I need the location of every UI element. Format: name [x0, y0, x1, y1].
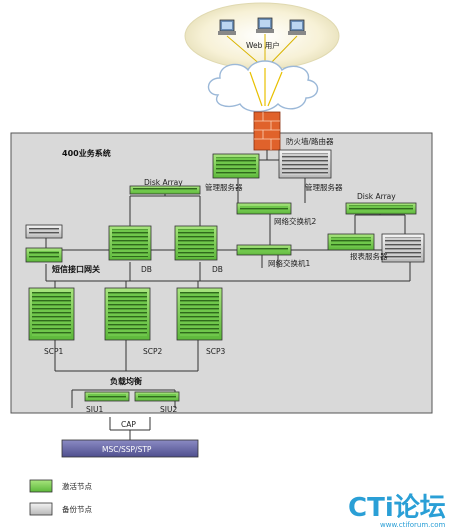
sms-gateway-backup	[25, 224, 63, 239]
switch-1-label: 网络交换机1	[268, 258, 310, 268]
disk-array-left-label: Disk Array	[144, 178, 183, 187]
ctiforum-watermark: CTi论坛 www.ctiforum.com	[348, 493, 446, 529]
disk-array-right	[345, 202, 417, 215]
load-balance-label: 负载均衡	[110, 376, 142, 386]
web-users-label: Web 用户	[246, 40, 280, 50]
firewall-icon	[253, 111, 281, 151]
disk-array-left	[129, 185, 201, 195]
switch-1	[236, 244, 292, 256]
siu1-server	[84, 391, 130, 402]
msc-label: MSC/SSP/STP	[102, 445, 152, 454]
mgmt-server-2-label: 管理服务器	[305, 182, 343, 192]
scp3-server	[176, 287, 223, 341]
legend-active-swatch	[29, 479, 53, 493]
report-server-active	[327, 233, 375, 251]
db-1-label: DB	[141, 265, 152, 274]
disk-array-right-label: Disk Array	[357, 192, 396, 201]
legend-backup-swatch	[29, 502, 53, 516]
sms-gateway-active	[25, 247, 63, 263]
db-server-1	[108, 225, 152, 261]
db-server-2	[174, 225, 218, 261]
scp1-server	[28, 287, 75, 341]
siu2-label: SIU2	[160, 405, 177, 414]
scp1-label: SCP1	[44, 347, 64, 356]
mgmt-server-2	[278, 149, 332, 179]
db-2-label: DB	[212, 265, 223, 274]
internet-cloud	[207, 60, 319, 113]
sms-gateway-label: 短信接口网关	[52, 264, 100, 274]
firewall-label: 防火墙/路由器	[286, 136, 334, 146]
report-server-label: 报表服务器	[350, 251, 388, 261]
scp2-label: SCP2	[143, 347, 163, 356]
msc-block	[61, 439, 199, 458]
cap-label: CAP	[121, 420, 136, 429]
pc-icon	[288, 19, 306, 35]
mgmt-server-1	[212, 153, 260, 179]
switch-2-label: 网络交换机2	[274, 216, 316, 226]
system-title: 400业务系统	[62, 148, 111, 158]
watermark-logo: CTi论坛	[348, 493, 446, 523]
scp3-label: SCP3	[206, 347, 226, 356]
switch-2	[236, 202, 292, 215]
mgmt-server-1-label: 管理服务器	[205, 182, 243, 192]
web-users-globe: Web 用户	[184, 2, 340, 70]
legend: 激活节点 备份节点	[29, 479, 92, 516]
watermark-url: www.ctiforum.com	[380, 521, 446, 529]
siu1-label: SIU1	[86, 405, 103, 414]
legend-active-label: 激活节点	[62, 481, 92, 491]
legend-backup-label: 备份节点	[62, 504, 92, 514]
system-boundary	[10, 132, 433, 414]
pc-icon	[218, 19, 236, 35]
pc-icon	[256, 17, 274, 33]
siu2-server	[134, 391, 180, 402]
report-server-backup	[381, 233, 425, 263]
scp2-server	[104, 287, 151, 341]
